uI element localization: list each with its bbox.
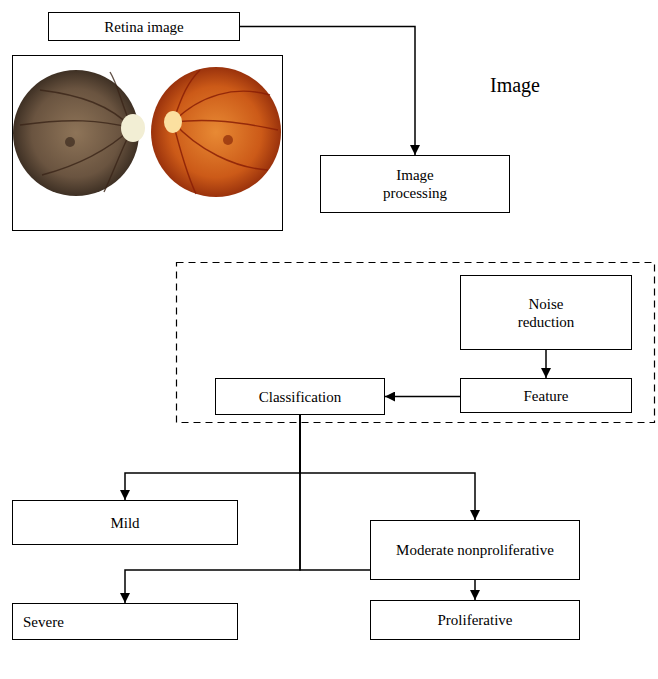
retina-photo xyxy=(13,70,145,196)
process-box: Image processing xyxy=(320,155,510,213)
box-label: Retina image xyxy=(104,18,184,36)
box-label: Severe xyxy=(23,613,64,631)
box-label: Image processing xyxy=(365,166,465,202)
box-label: Proliferative xyxy=(438,611,513,629)
box-label: Noise reduction xyxy=(501,295,591,331)
box-label: Moderate nonproliferative xyxy=(396,541,554,559)
processing-region xyxy=(177,263,655,423)
box-label: Mild xyxy=(110,514,139,532)
process-box: Mild xyxy=(12,500,238,545)
photo-frame xyxy=(13,56,283,231)
box-label: Feature xyxy=(524,387,569,405)
process-box: Retina image xyxy=(48,12,240,41)
section-label: Image xyxy=(490,74,540,97)
flow-arrow xyxy=(545,350,547,378)
process-box: Severe xyxy=(12,603,238,640)
flow-arrow xyxy=(300,415,475,520)
box-label: Classification xyxy=(259,388,342,406)
flow-arrow xyxy=(385,396,460,398)
process-box: Noise reduction xyxy=(460,275,632,350)
process-box: Proliferative xyxy=(370,600,580,640)
retina-photo xyxy=(151,67,281,197)
process-box: Moderate nonproliferative xyxy=(370,520,580,580)
process-box: Feature xyxy=(460,378,632,413)
flow-arrow xyxy=(125,415,300,500)
flow-arrow xyxy=(240,27,415,156)
process-box: Classification xyxy=(215,378,385,415)
